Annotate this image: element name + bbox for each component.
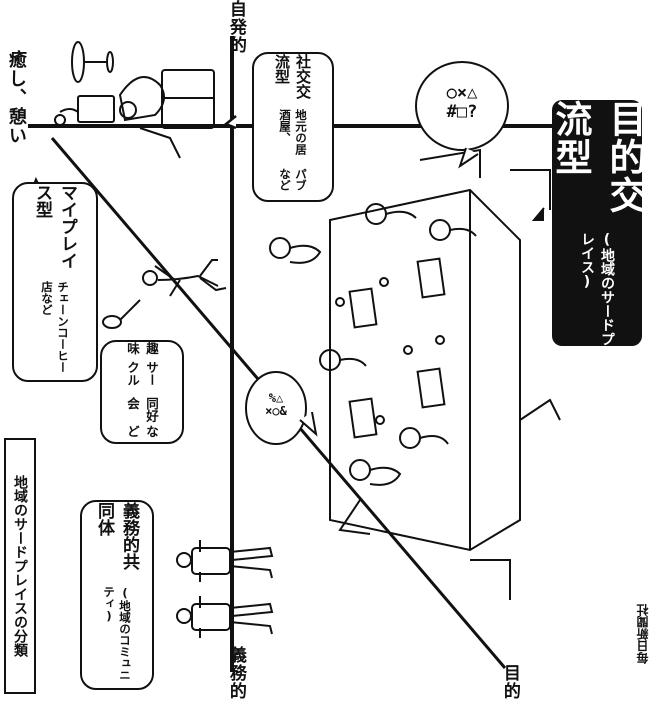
callout-my-place-title: マイプレイス型 [32, 184, 77, 269]
classification-title-box: 地域のサードプレイスの分類 [4, 438, 36, 694]
label-purpose: 目的 [499, 664, 520, 700]
label-spontaneous: 自発的 [225, 0, 246, 54]
workers-illustration [176, 540, 274, 638]
hero-title: 目的交流型 [549, 100, 646, 214]
callout-obligatory-community: 義務的共同体 (地域のコミュニティ) [80, 500, 154, 690]
callout-social: 社交交流型 地元の居酒屋、 パブなど [252, 52, 334, 202]
credit-text: 毎日新聞社 [636, 604, 650, 664]
callout-hobby-line-4: など [125, 424, 159, 438]
group-table-illustration [269, 148, 561, 600]
callout-obligatory-sub: (地域のコミュニティ) [102, 585, 132, 681]
callout-my-place: マイプレイス型 チェーンコーヒー店など [12, 182, 98, 382]
cafe-illustration [54, 41, 215, 159]
callout-hobby-line-1: 趣味 [125, 342, 159, 355]
speech-symbols-right: ○×△ #□? [446, 83, 478, 122]
callout-hobby: 趣味 サークル 同好会 など [100, 340, 184, 444]
callout-social-sub1: 地元の居酒屋、 [278, 109, 308, 156]
hero-purpose-exchange: 目的交流型 (地域のサードプレイス) [549, 100, 646, 346]
callout-my-place-sub: チェーンコーヒー店など [40, 281, 70, 374]
callout-hobby-line-2: サークル [125, 361, 159, 387]
hero-sub: (地域のサードプレイス) [579, 231, 615, 346]
speech-bubble-left-shape [245, 371, 307, 445]
speech-symbols-left: %△ ×○& [265, 391, 287, 419]
callout-obligatory-title: 義務的共同体 [94, 502, 139, 570]
callout-social-title: 社交交流型 [273, 54, 312, 99]
label-healing-rest: 癒し、憩い [5, 50, 27, 145]
callout-hobby-line-3: 同好会 [125, 397, 159, 423]
callout-social-sub2: パブなど [278, 168, 308, 192]
runner-illustration [102, 259, 227, 329]
speech-bubble-right-shape [415, 61, 509, 151]
label-obligatory: 義務的 [225, 646, 246, 700]
